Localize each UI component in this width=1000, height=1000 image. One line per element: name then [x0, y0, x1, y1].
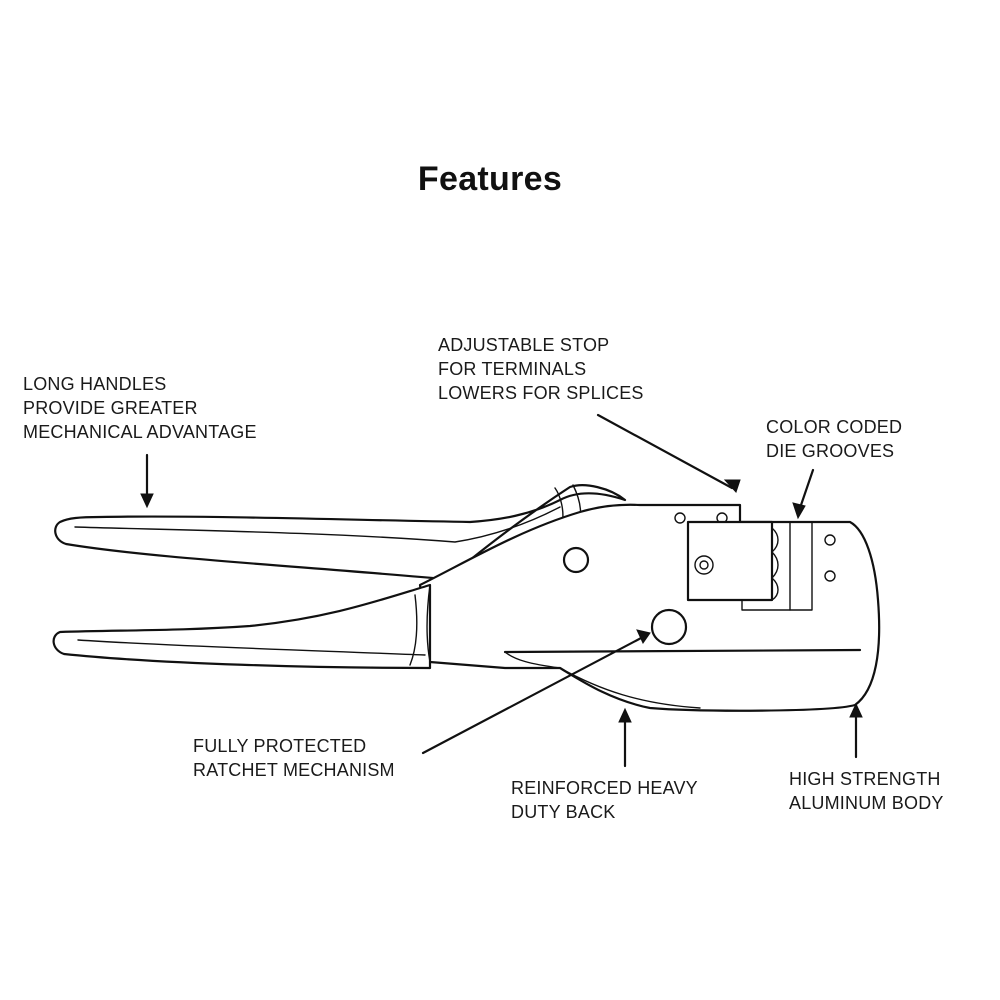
long-handles-arrow-icon: [140, 493, 154, 509]
aluminum-body-arrow-icon: [849, 702, 863, 718]
callout-line: ALUMINUM BODY: [789, 793, 944, 813]
ratchet-arrow-icon: [636, 629, 651, 644]
callout-line: FULLY PROTECTED: [193, 736, 367, 756]
diagram-title: Features: [417, 160, 563, 198]
callout-line: COLOR CODED: [766, 417, 903, 437]
callout-line: DIE GROOVES: [766, 441, 895, 461]
die-assembly: [686, 520, 813, 611]
upper-handle: [54, 484, 627, 582]
callout-line: FOR TERMINALS: [438, 359, 587, 379]
lower-handle: [52, 583, 432, 670]
callout-line: RATCHET MECHANISM: [193, 760, 395, 780]
callout-line: LOWERS FOR SPLICES: [438, 383, 644, 403]
callout-line: HIGH STRENGTH: [789, 769, 941, 789]
leader-arrows: [140, 413, 863, 768]
callout-adjustable-stop: ADJUSTABLE STOP FOR TERMINALS LOWERS FOR…: [438, 333, 644, 405]
adjustable-stop-arrow-icon: [723, 479, 741, 493]
callout-line: REINFORCED HEAVY: [511, 778, 698, 798]
pivot-bolt: [562, 546, 590, 574]
callout-aluminum-body: HIGH STRENGTH ALUMINUM BODY: [789, 767, 944, 815]
callout-ratchet: FULLY PROTECTED RATCHET MECHANISM: [193, 734, 395, 782]
ratchet-cover: [650, 608, 688, 646]
callout-line: LONG HANDLES: [23, 374, 167, 394]
callout-line: DUTY BACK: [511, 802, 616, 822]
callout-line: ADJUSTABLE STOP: [438, 335, 610, 355]
die-grooves-arrow-icon: [792, 502, 806, 520]
heavy-back-arrow-icon: [618, 707, 632, 723]
callout-die-grooves: COLOR CODED DIE GROOVES: [766, 415, 902, 463]
callout-line: PROVIDE GREATER: [23, 398, 198, 418]
callout-long-handles: LONG HANDLES PROVIDE GREATER MECHANICAL …: [23, 372, 257, 444]
callout-heavy-back: REINFORCED HEAVY DUTY BACK: [511, 776, 698, 824]
callout-line: MECHANICAL ADVANTAGE: [23, 422, 257, 442]
